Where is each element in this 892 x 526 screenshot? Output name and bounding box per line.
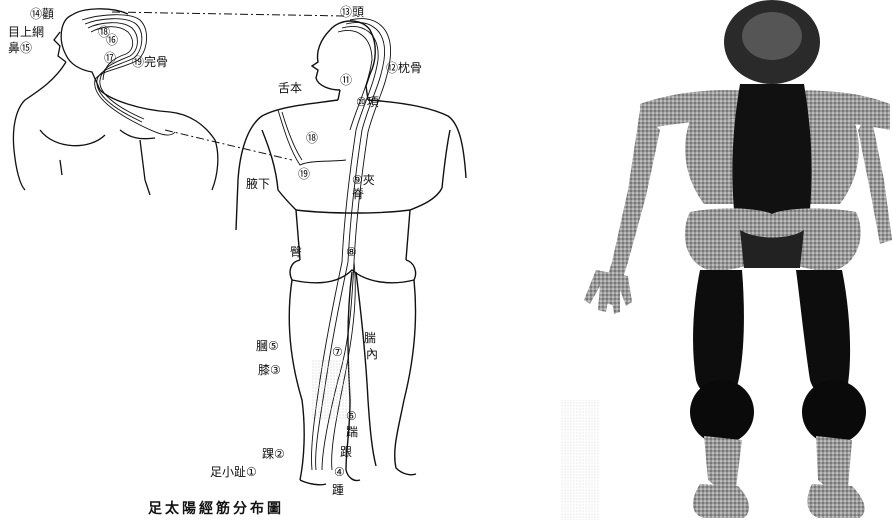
label-mu-shang-wang: 目上網 <box>8 26 44 38</box>
label-huai: 踝② <box>262 448 285 460</box>
label-shuan: 腨 <box>364 332 376 344</box>
label-zu-xiao-zhi: 足小趾① <box>210 466 257 478</box>
label-18: ⑱ <box>98 26 110 38</box>
label-6: ⑥ <box>346 410 357 422</box>
skeleton <box>584 0 892 518</box>
figure-caption: 足太陽經筋分布圖 <box>148 498 284 518</box>
label-zhen-gu: ⑫枕骨 <box>386 62 422 74</box>
label-ji: 脊 <box>352 188 364 200</box>
label-4: ④ <box>334 466 345 478</box>
label-tou: ⑬頭 <box>340 6 364 18</box>
label-17: ⑰ <box>104 52 116 64</box>
label-she-ben: 舌本 <box>278 82 302 94</box>
label-duan: 踹 <box>346 426 358 438</box>
connector-line-top <box>112 12 346 16</box>
label-gen: 跟 <box>340 446 352 458</box>
label-11: ⑪ <box>340 74 352 86</box>
label-xi: 膝③ <box>258 364 281 376</box>
label-bi: 鼻⑮ <box>8 42 32 54</box>
small-meridian <box>82 15 175 135</box>
label-guo: 膕⑤ <box>256 340 279 352</box>
label-xiang: ⑩項 <box>356 96 379 108</box>
label-tun: 臀 <box>290 246 302 258</box>
label-8: ⑧ <box>346 246 357 258</box>
label-19b: ⑲ <box>298 168 310 180</box>
label-wan-gu: ⑲完骨 <box>132 56 168 68</box>
connector-line-mid <box>165 130 292 160</box>
label-kan: ⑭顴 <box>30 8 54 20</box>
label-18b: ⑱ <box>306 132 318 144</box>
label-zhong: 踵 <box>332 484 344 496</box>
noise-patch <box>560 400 600 520</box>
label-nei: 內 <box>366 348 378 360</box>
label-ye-xia: 腋下 <box>246 178 270 190</box>
label-7: ⑦ <box>332 346 343 358</box>
label-jia: ⑨夾 <box>352 174 375 186</box>
